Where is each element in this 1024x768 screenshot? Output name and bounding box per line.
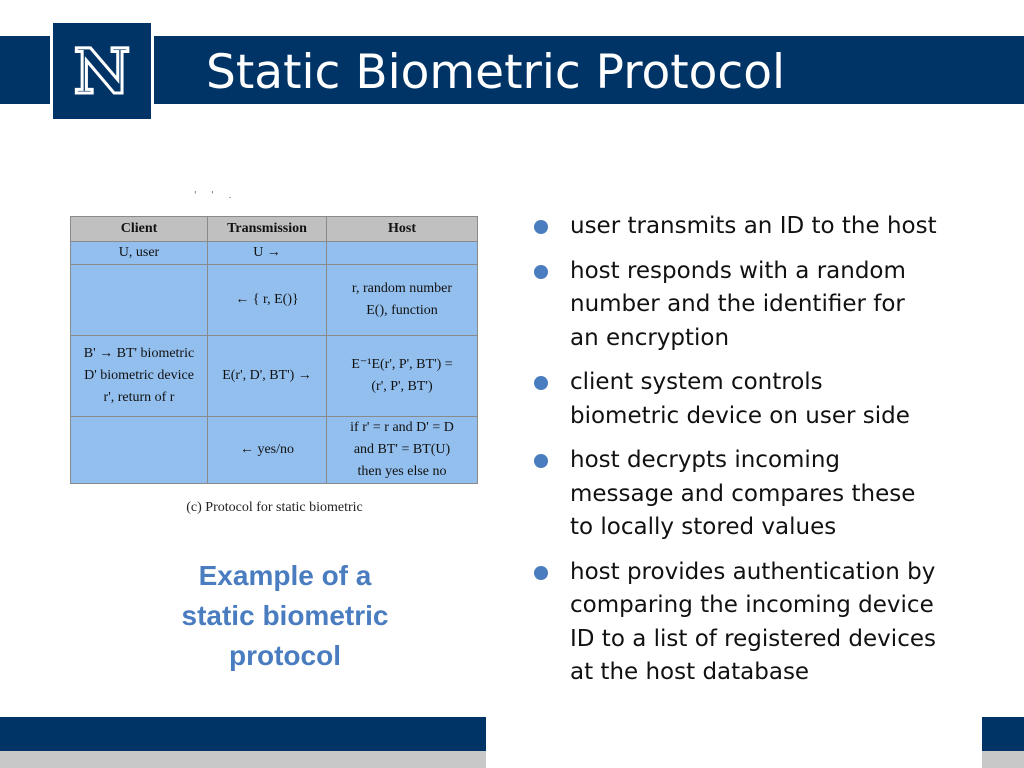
example-caption: Example of a static biometric protocol xyxy=(130,556,440,676)
footer-gray-left xyxy=(0,751,486,768)
example-caption-line: protocol xyxy=(229,640,341,671)
cell-line: (r', P', BT') xyxy=(371,379,433,394)
cell-line: B' → BT' biometric xyxy=(83,346,195,361)
bullet-line: message and compares these xyxy=(570,480,916,507)
slide-title: Static Biometric Protocol xyxy=(206,45,786,100)
table-cell-transmission: ← { r, E()} xyxy=(207,264,327,336)
title-band xyxy=(0,36,1024,104)
table-row: B' → BT' biometric D' biometric device r',… xyxy=(70,335,478,417)
cell-line: D' biometric device xyxy=(84,368,194,383)
table-cell-client xyxy=(70,264,208,336)
cell-line: U → xyxy=(253,245,281,260)
table-cell-host: if r' = r and D' = D and BT' = BT(U) then … xyxy=(326,416,478,484)
footer-gray-right xyxy=(982,751,1024,768)
bullet-item: host decrypts incoming message and compar… xyxy=(530,444,1000,545)
cell-line: r', return of r xyxy=(103,390,175,405)
bullet-item: host provides authentication by comparing… xyxy=(530,556,1000,690)
bullet-line: host responds with a random xyxy=(570,257,906,284)
header-client: Client xyxy=(70,216,208,242)
example-caption-line: static biometric xyxy=(181,600,389,631)
figure-caption: (c) Protocol for static biometric xyxy=(186,500,363,515)
table-row: U, user U → xyxy=(70,241,478,265)
bullet-line: biometric device on user side xyxy=(570,402,910,429)
bullet-line: to locally stored values xyxy=(570,514,837,540)
table-row: ← yes/no if r' = r and D' = D and BT' = BT… xyxy=(70,416,478,484)
table-cell-transmission: ← yes/no xyxy=(207,416,327,484)
logo-letter: N xyxy=(74,41,131,101)
protocol-table: Client Transmission Host U, user U → ← { r… xyxy=(70,216,478,484)
cell-line: E(r', D', BT') → xyxy=(222,368,312,383)
table-cell-client: B' → BT' biometric D' biometric device r',… xyxy=(70,335,208,417)
table-cell-client xyxy=(70,416,208,484)
bullet-line: client system controls xyxy=(570,369,823,395)
bullet-line: ID to a list of registered devices xyxy=(570,625,936,652)
table-cell-client: U, user xyxy=(70,241,208,265)
bullet-line: user transmits an ID to the host xyxy=(570,213,937,239)
header-host: Host xyxy=(326,216,478,242)
cell-line: ← { r, E()} xyxy=(235,292,299,307)
bullet-line: at the host database xyxy=(570,659,810,685)
table-cell-transmission: U → xyxy=(207,241,327,265)
table-cell-transmission: E(r', D', BT') → xyxy=(207,335,327,417)
bullet-item: client system controls biometric device o… xyxy=(530,366,1000,433)
cell-line: E⁻¹E(r', P', BT') = xyxy=(351,357,453,372)
bullet-dot-icon xyxy=(534,264,548,279)
bullet-item: host responds with a random number and th… xyxy=(530,255,1000,356)
cell-line: and BT' = BT(U) xyxy=(353,442,451,457)
bullet-line: host provides authentication by xyxy=(570,558,936,585)
example-caption-line: Example of a xyxy=(198,560,372,591)
bullet-list: user transmits an ID to the host host res… xyxy=(530,210,1000,701)
footer-band-right xyxy=(982,717,1024,751)
bullet-line: an encryption xyxy=(570,324,730,351)
n-logo-icon: N xyxy=(72,41,132,101)
cell-line: if r' = r and D' = D xyxy=(350,420,454,435)
cell-line: ← yes/no xyxy=(239,442,295,457)
cell-line: r, random number xyxy=(351,281,453,296)
bullet-line: number and the identifier for xyxy=(570,291,905,317)
bullet-dot-icon xyxy=(534,220,548,234)
bullet-dot-icon xyxy=(534,565,548,580)
bullet-line: host decrypts incoming xyxy=(570,447,840,473)
university-logo: N xyxy=(50,20,154,122)
table-header-row: Client Transmission Host xyxy=(70,216,478,242)
table-cell-host: E⁻¹E(r', P', BT') = (r', P', BT') xyxy=(326,335,478,417)
cell-line: then yes else no xyxy=(357,464,447,479)
bullet-dot-icon xyxy=(534,454,548,468)
cell-line: E(), function xyxy=(366,303,438,318)
header-transmission: Transmission xyxy=(207,216,327,242)
bullet-dot-icon xyxy=(534,376,548,390)
bullet-item: user transmits an ID to the host xyxy=(530,210,1000,244)
figure-stray-marks: ' ' . xyxy=(194,191,238,201)
cell-line: U, user xyxy=(118,245,160,260)
bullet-line: comparing the incoming device xyxy=(570,592,934,618)
footer-band-left xyxy=(0,717,486,751)
table-cell-host xyxy=(326,241,478,265)
